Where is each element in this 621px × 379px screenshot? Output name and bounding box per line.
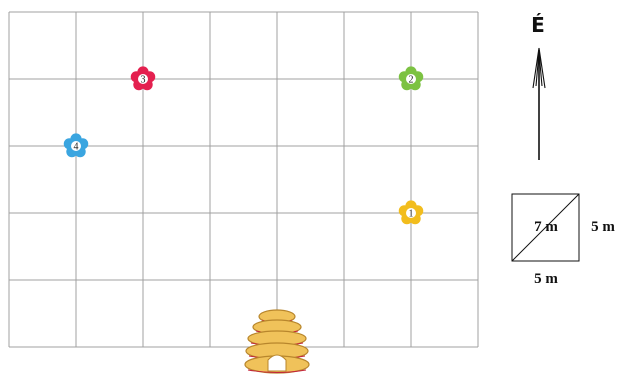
flower-number: 2 xyxy=(409,75,414,86)
compass-label: É xyxy=(531,13,545,37)
scale-side-label: 5 m xyxy=(591,219,615,235)
flower-markers: 1 2 3 4 xyxy=(64,66,424,224)
map-grid xyxy=(9,12,478,347)
flower-number: 4 xyxy=(74,142,79,153)
flower-2: 2 xyxy=(399,66,424,90)
scale-diagonal-label: 7 m xyxy=(534,219,558,235)
north-arrow-icon xyxy=(533,48,545,160)
beehive-icon xyxy=(245,310,309,373)
scale-bottom-label: 5 m xyxy=(534,271,558,287)
beehive-entrance xyxy=(268,355,286,371)
compass: É xyxy=(531,13,545,160)
flower-number: 3 xyxy=(141,75,146,86)
flower-4: 4 xyxy=(64,133,89,157)
scale-square: 7 m 5 m 5 m xyxy=(512,194,615,287)
flower-3: 3 xyxy=(131,66,156,90)
flower-1: 1 xyxy=(399,200,424,224)
flower-number: 1 xyxy=(409,209,414,220)
